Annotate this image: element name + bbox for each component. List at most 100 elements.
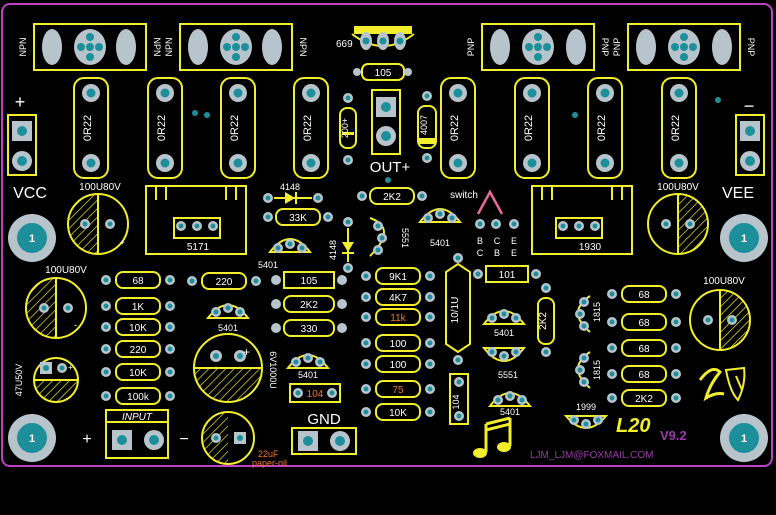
cap-6v1000u: + 6V1000U bbox=[193, 333, 278, 403]
transistor-5401-f: 5401 bbox=[487, 391, 533, 417]
part-669-label: 669 bbox=[336, 39, 353, 50]
hole-label: 1 bbox=[29, 233, 35, 245]
t5551-label: 5551 bbox=[400, 228, 410, 248]
pin-b-label: B bbox=[477, 236, 483, 246]
t1815-label: 1815 bbox=[592, 360, 602, 380]
resistor-0r22: 0R22 bbox=[670, 115, 682, 141]
r2k2-label: 2K2 bbox=[383, 192, 401, 203]
vcc-label: VCC bbox=[13, 185, 47, 202]
diode-4148-top: 4148 bbox=[263, 182, 323, 204]
pin-e-small: E bbox=[511, 248, 517, 258]
board-outline bbox=[1, 3, 773, 467]
pin-b-small: B bbox=[494, 248, 500, 258]
t5401-label: 5401 bbox=[500, 407, 520, 417]
email-label: LJM_LJM@FOXMAIL.COM bbox=[530, 450, 654, 461]
cap-104-a: 104 bbox=[289, 383, 341, 403]
driver-5171: 5171 bbox=[145, 185, 247, 255]
input-connector: INPUT + − bbox=[82, 409, 189, 459]
hole-label: 1 bbox=[741, 433, 747, 445]
zener-200-label: 200+ bbox=[340, 118, 350, 138]
cap-101: 101 bbox=[473, 265, 541, 283]
resistor-2k2-vertical: 2K2 bbox=[537, 283, 555, 357]
gnd-label: GND bbox=[307, 411, 341, 428]
center-stack: 105 2K2 330 bbox=[271, 271, 347, 337]
cap-105-top: 105 bbox=[375, 68, 392, 79]
t5551-label: 5551 bbox=[498, 370, 518, 380]
transistor-npn-left: NPN NPN bbox=[18, 23, 162, 71]
cap-22uf: 22uF paper-oil bbox=[201, 411, 287, 468]
c105-label: 105 bbox=[301, 276, 318, 287]
right-resistor-column: 68 68 68 68 2K2 bbox=[607, 285, 681, 407]
emitter-resistors: 0R22 0R22 0R22 0R22 0R22 bbox=[73, 77, 697, 179]
diode-4007-label: 4007 bbox=[419, 115, 429, 135]
cap-22uf-label: 22uF bbox=[258, 449, 279, 459]
music-note-icon bbox=[473, 416, 512, 458]
transistor-5401-d: 5401 bbox=[285, 353, 331, 380]
cap-100u80v-right-mid: 100U80V bbox=[689, 276, 751, 351]
r100-label: 100 bbox=[390, 360, 407, 371]
resistor-label: 10K bbox=[129, 323, 147, 334]
transistor-5401-c: 5401 bbox=[205, 303, 251, 333]
t5401-label: 5401 bbox=[258, 260, 278, 270]
r33k-label: 33K bbox=[289, 213, 307, 224]
vias bbox=[192, 97, 721, 183]
cap-104-b: 104 bbox=[449, 373, 469, 425]
output-terminal: OUT+ bbox=[370, 89, 410, 176]
npn-label-right: NPN bbox=[164, 37, 174, 56]
cap-100u80v-left-top: 100U80V + bbox=[67, 182, 129, 255]
resistor-label: 68 bbox=[638, 318, 650, 329]
r2k2-label: 2K2 bbox=[538, 312, 549, 330]
pin-e-label: E bbox=[511, 236, 517, 246]
npn-side-label-left: NPN bbox=[152, 37, 162, 56]
pnp-side-label-right: PNP bbox=[746, 38, 756, 57]
resistor-2k2-top: 2K2 bbox=[357, 187, 427, 205]
r10k-label: 10K bbox=[389, 408, 407, 419]
t5401-label: 5401 bbox=[298, 370, 318, 380]
vee-minus-sign: − bbox=[744, 96, 755, 116]
t1815-label: 1815 bbox=[592, 302, 602, 322]
transistor-pnp-left: PNP PNP bbox=[466, 23, 610, 71]
version-label: V9.2 bbox=[660, 428, 687, 443]
vee-label: VEE bbox=[722, 185, 754, 202]
diode-4007: 4007 bbox=[417, 91, 437, 163]
svg-text:+: + bbox=[120, 238, 125, 247]
resistor-33k: 33K bbox=[263, 208, 333, 226]
cap-10-1u: 10/1U bbox=[445, 253, 471, 365]
resistor-0r22: 0R22 bbox=[302, 115, 314, 141]
cap-label: 100U80V bbox=[45, 265, 87, 276]
mounting-holes: 1 1 1 1 bbox=[8, 214, 768, 462]
t5401-label: 5401 bbox=[430, 238, 450, 248]
npn-label-left: NPN bbox=[18, 37, 28, 56]
cap-label: 100U80V bbox=[79, 182, 121, 193]
transistor-1815-a: 1815 bbox=[575, 295, 602, 333]
transistor-5401-e: 5401 bbox=[481, 309, 527, 338]
t5401-label: 5401 bbox=[218, 323, 238, 333]
r11k-label: 11k bbox=[390, 313, 406, 324]
resistor-label: 68 bbox=[638, 344, 650, 355]
resistor-0r22: 0R22 bbox=[82, 115, 94, 141]
diode-4148-label: 4148 bbox=[280, 182, 300, 192]
r330-label: 330 bbox=[301, 324, 318, 335]
transistor-1815-b: 1815 bbox=[575, 351, 602, 389]
transistor-pnp-right: PNP PNP bbox=[612, 23, 756, 71]
c104-label: 104 bbox=[451, 394, 461, 409]
model-label: L20 bbox=[616, 415, 650, 437]
diode-4148-vertical: 4148 bbox=[328, 217, 354, 273]
resistor-label: 2K2 bbox=[635, 394, 653, 405]
zener-200: 200+ bbox=[339, 93, 357, 165]
r220-label: 220 bbox=[216, 277, 233, 288]
r75-label: 75 bbox=[392, 385, 404, 396]
top-center-part: 669 105 bbox=[336, 26, 415, 81]
pin-c-small: C bbox=[477, 248, 484, 258]
cap-label: 100U80V bbox=[703, 276, 745, 287]
resistor-label: 220 bbox=[130, 345, 147, 356]
svg-text:-: - bbox=[74, 320, 77, 330]
left-resistor-column: 68 1K 10K 220 10K bbox=[101, 271, 175, 405]
t1999-label: 1999 bbox=[576, 402, 596, 412]
cap-100u80v-left-mid: 100U80V - bbox=[25, 265, 87, 339]
npn-side-label-right: NPN bbox=[298, 37, 308, 56]
c101-label: 101 bbox=[499, 270, 516, 281]
resistor-0r22: 0R22 bbox=[523, 115, 535, 141]
pnp-label-left: PNP bbox=[466, 38, 476, 57]
